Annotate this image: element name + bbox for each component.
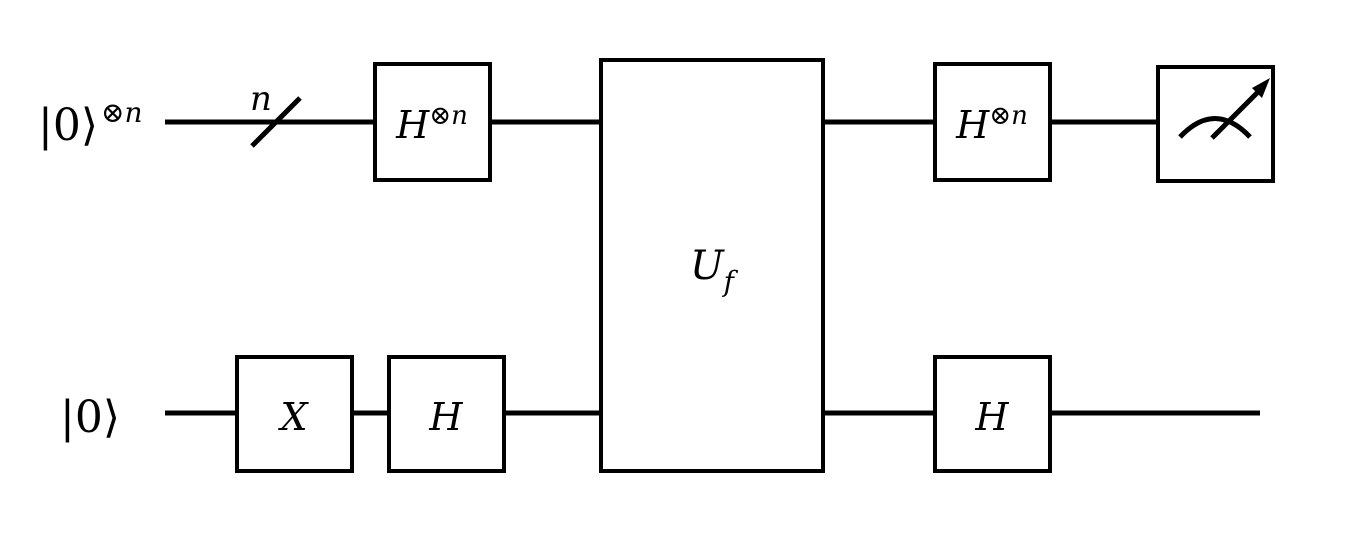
- hadamard-n-first-superscript: ⊗n: [429, 101, 468, 131]
- oracle-gate: Uf: [599, 58, 825, 473]
- bottom-input-ket: |0⟩: [60, 392, 120, 443]
- hadamard-n-gate-first: H⊗n: [373, 62, 492, 182]
- bus-slash: [250, 96, 302, 148]
- svg-text:H⊗n: H⊗n: [955, 101, 1028, 147]
- hadamard-n-second-superscript: ⊗n: [989, 101, 1028, 131]
- svg-text:H⊗n: H⊗n: [395, 101, 468, 147]
- measurement-gate: [1156, 65, 1275, 183]
- hadamard-bottom-second-label: H: [974, 395, 1009, 439]
- top-input-superscript: ⊗n: [101, 96, 143, 129]
- hadamard-n-first-base: H: [395, 103, 430, 147]
- hadamard-bottom-first-label: H: [428, 395, 463, 439]
- hadamard-gate-bottom-first: H: [387, 355, 506, 473]
- oracle-base: U: [690, 243, 725, 289]
- top-input-ket: |0⟩: [38, 100, 98, 151]
- hadamard-n-second-base: H: [955, 103, 990, 147]
- x-gate: X: [235, 355, 354, 473]
- meter-icon: [1178, 78, 1270, 140]
- hadamard-gate-bottom-second: H: [933, 355, 1052, 473]
- x-gate-label: X: [277, 395, 309, 439]
- hadamard-n-gate-second: H⊗n: [933, 62, 1052, 182]
- bus-label: n: [250, 79, 272, 119]
